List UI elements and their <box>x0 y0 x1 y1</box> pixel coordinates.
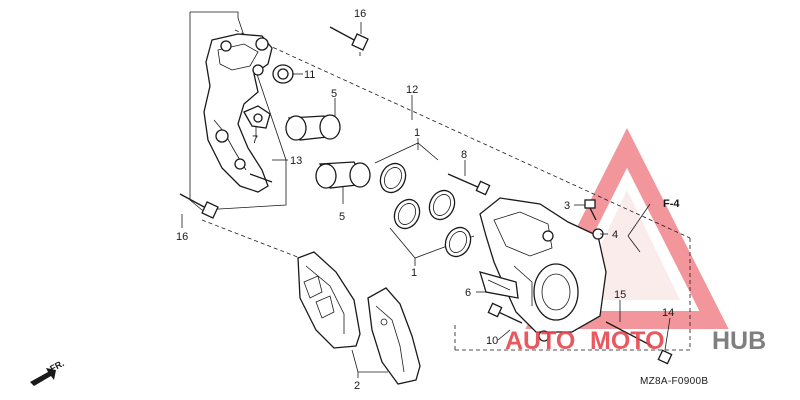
callout-13: 13 <box>290 155 302 167</box>
callout-16-top: 16 <box>354 8 366 20</box>
callout-14: 14 <box>662 307 674 319</box>
piston-lower <box>315 161 371 189</box>
pin-part-15 <box>605 321 653 347</box>
leader-lines <box>181 22 671 378</box>
brake-pad-b <box>367 287 421 385</box>
callout-4: 4 <box>612 229 618 241</box>
callout-10: 10 <box>486 335 498 347</box>
bleeder-valve-part-3 <box>584 199 597 221</box>
slide-pin-part-8 <box>447 173 491 196</box>
diagram-code: MZ8A-F0900B <box>640 376 708 387</box>
callout-7: 7 <box>252 134 258 146</box>
watermark-text-moto: MOTO <box>590 327 665 355</box>
seal-ring-a <box>379 162 407 194</box>
callout-12: 12 <box>406 84 418 96</box>
watermark-text-hub: HUB <box>712 327 766 355</box>
seal-ring-d <box>444 226 472 258</box>
watermark-text-auto: AUTO <box>505 327 575 355</box>
caliper-body <box>479 197 607 342</box>
callout-5-upper: 5 <box>331 88 337 100</box>
callout-2: 2 <box>354 380 360 392</box>
callout-5-lower: 5 <box>339 211 345 223</box>
seal-ring-b <box>428 189 456 221</box>
brake-pad-a <box>297 251 361 349</box>
callout-1-upper: 1 <box>414 127 420 139</box>
callout-11: 11 <box>304 69 315 81</box>
boot-part-11 <box>272 64 294 84</box>
callout-8: 8 <box>461 149 467 161</box>
callout-6: 6 <box>465 287 471 299</box>
callout-3: 3 <box>564 200 570 212</box>
front-direction-marker: FR. <box>30 358 66 386</box>
seal-ring-c <box>393 198 421 230</box>
watermark-logo: AUTO MOTO HUB <box>505 327 766 355</box>
front-marker-label: FR. <box>48 358 65 374</box>
caliper-bracket <box>203 33 273 193</box>
callout-1-lower: 1 <box>411 267 417 279</box>
callout-16-bottom: 16 <box>176 231 188 243</box>
callouts: 16 11 5 12 1 7 13 8 5 3 4 16 1 6 15 14 1… <box>176 8 674 392</box>
bolt-part-16-top <box>329 26 369 51</box>
callout-15: 15 <box>614 289 626 301</box>
pad-retainer-part-7 <box>243 105 271 129</box>
pad-spring-part-6 <box>479 271 519 299</box>
nut-part-14 <box>657 349 673 365</box>
pin-bolt-part-10 <box>487 302 523 324</box>
bolt-part-16-bottom <box>179 193 219 219</box>
ref-label-f4: F-4 <box>663 198 680 210</box>
piston-upper <box>285 114 341 141</box>
